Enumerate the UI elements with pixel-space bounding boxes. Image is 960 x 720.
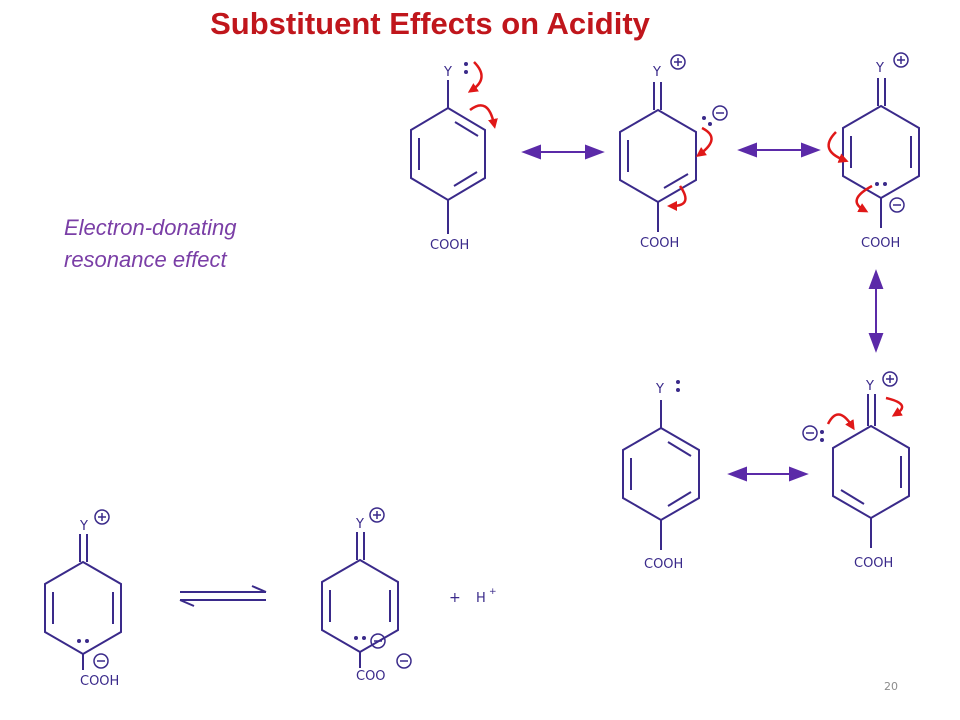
resonance-arrow-1 [521, 144, 605, 160]
structure-7-lone-pair [354, 636, 366, 640]
structure-6-negative-charge [93, 653, 109, 669]
structure-3-negative-charge [889, 197, 905, 213]
structure-6-y-label: Y [79, 519, 88, 534]
structure-2-lone-pair [702, 116, 712, 126]
structure-4-lone-pair [820, 430, 824, 442]
structure-6 [44, 534, 122, 670]
structure-4-negative-charge [802, 425, 818, 441]
structure-1-y-label: Y [443, 65, 452, 80]
structure-2-y-label: Y [652, 65, 661, 80]
resonance-caption: Electron-donating resonance effect [64, 212, 236, 276]
structure-6-positive-charge [94, 509, 110, 525]
structure-2-negative-charge [712, 105, 728, 121]
equilibrium-arrow [179, 585, 267, 607]
structure-7 [321, 532, 399, 668]
structure-1-cooh-label: COOH [430, 238, 469, 253]
structure-6-lone-pair [77, 639, 89, 643]
structure-6-cooh-label: COOH [80, 674, 119, 689]
proton-label: H [476, 591, 486, 606]
structure-5-y-label: Y [655, 382, 664, 397]
structure-4-positive-charge [882, 371, 898, 387]
structure-1-curved-arrows [467, 61, 498, 129]
structure-1 [410, 80, 486, 234]
structure-3-curved-arrows [827, 131, 873, 213]
structure-7-coo-label: COO [356, 669, 386, 684]
structure-5-cooh-label: COOH [644, 557, 683, 572]
structure-2-cooh-label: COOH [640, 236, 679, 251]
caption-line-1: Electron-donating [64, 215, 237, 240]
structure-2 [619, 82, 697, 232]
resonance-arrow-3 [727, 466, 809, 482]
structure-2-positive-charge [670, 54, 686, 70]
page-number: 20 [884, 680, 898, 693]
structure-3-lone-pair [875, 182, 887, 186]
caption-line-2: resonance effect [64, 247, 227, 272]
structure-7-y-label: Y [355, 517, 364, 532]
plus-sign: + [449, 590, 461, 606]
structure-1-lone-pair [464, 62, 468, 74]
structure-4-y-label: Y [865, 379, 874, 394]
structure-3-positive-charge [893, 52, 909, 68]
structure-7-carboxylate-charge [396, 653, 412, 669]
structure-5-lone-pair [676, 380, 680, 392]
structure-3-y-label: Y [875, 61, 884, 76]
structure-3 [842, 78, 920, 228]
structure-5 [622, 400, 700, 550]
structure-7-positive-charge [369, 507, 385, 523]
resonance-arrow-vertical [868, 269, 884, 353]
resonance-arrow-2 [737, 142, 821, 158]
structure-4-curved-arrows [826, 396, 904, 431]
structure-7-ring-negative-charge [370, 633, 386, 649]
slide-title: Substituent Effects on Acidity [210, 6, 650, 41]
structure-4 [832, 394, 910, 548]
structure-3-cooh-label: COOH [861, 236, 900, 251]
structure-2-curved-arrows [667, 126, 713, 211]
proton-charge: + [489, 587, 497, 597]
structure-4-cooh-label: COOH [854, 556, 893, 571]
